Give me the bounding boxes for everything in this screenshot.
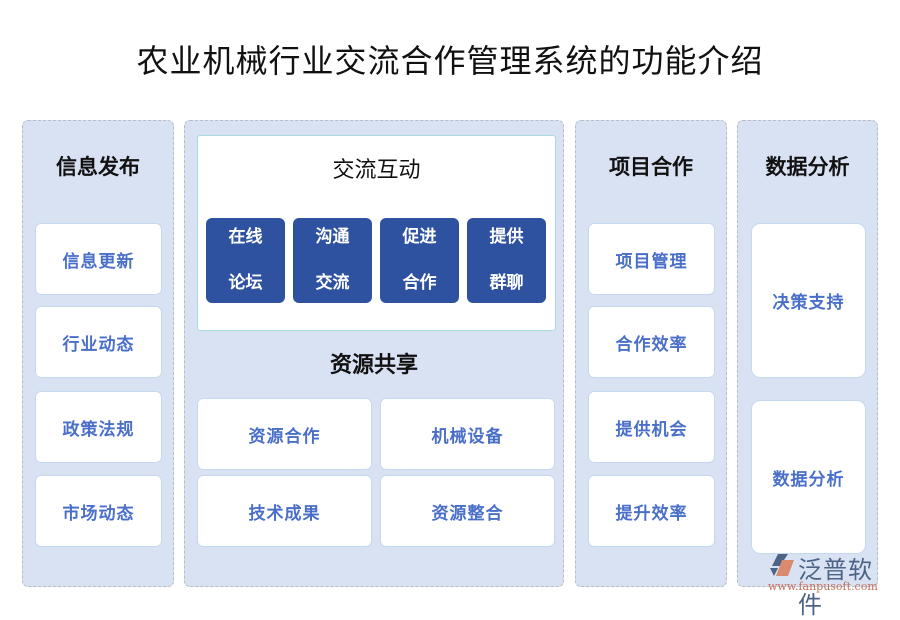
group-chat-button[interactable]: 提供群聊 bbox=[467, 218, 546, 303]
info-item-market[interactable]: 市场动态 bbox=[35, 475, 162, 547]
forum-button[interactable]: 在线论坛 bbox=[206, 218, 285, 303]
info-item-industry-news[interactable]: 行业动态 bbox=[35, 306, 162, 378]
communication-button[interactable]: 沟通交流 bbox=[293, 218, 372, 303]
interaction-box: 交流互动 在线论坛 沟通交流 促进合作 提供群聊 bbox=[197, 135, 556, 331]
interaction-heading: 交流互动 bbox=[332, 158, 421, 183]
machinery-equipment-card[interactable]: 机械设备 bbox=[380, 398, 555, 470]
info-item-policy[interactable]: 政策法规 bbox=[35, 391, 162, 463]
data-analysis-card[interactable]: 数据分析 bbox=[751, 400, 866, 554]
resource-integration-card[interactable]: 资源整合 bbox=[380, 475, 555, 547]
column-heading: 数据分析 bbox=[765, 154, 850, 179]
resource-cooperation-card[interactable]: 资源合作 bbox=[197, 398, 372, 470]
column-exchange: 交流互动 在线论坛 沟通交流 促进合作 提供群聊 资源共享 资源合作 机械设备 … bbox=[184, 120, 564, 587]
column-heading: 项目合作 bbox=[609, 154, 693, 179]
improve-efficiency-card[interactable]: 提升效率 bbox=[588, 475, 715, 547]
promote-cooperation-button[interactable]: 促进合作 bbox=[380, 218, 459, 303]
page-title: 农业机械行业交流合作管理系统的功能介绍 bbox=[136, 42, 764, 80]
tech-achievement-card[interactable]: 技术成果 bbox=[197, 475, 372, 547]
column-project: 项目合作 项目管理 合作效率 提供机会 提升效率 bbox=[575, 120, 727, 587]
column-data-analysis: 数据分析 决策支持 数据分析 bbox=[737, 120, 878, 587]
watermark-url: www.fanpusoft.com bbox=[768, 580, 878, 593]
sharing-heading: 资源共享 bbox=[329, 352, 418, 378]
watermark-logo: 泛普软件 www.fanpusoft.com bbox=[768, 550, 896, 619]
fanpu-logo-icon bbox=[770, 554, 794, 576]
column-heading: 信息发布 bbox=[56, 154, 140, 179]
decision-support-card[interactable]: 决策支持 bbox=[751, 223, 866, 378]
project-management-card[interactable]: 项目管理 bbox=[588, 223, 715, 295]
info-item-update[interactable]: 信息更新 bbox=[35, 223, 162, 295]
column-info-publish: 信息发布 信息更新 行业动态 政策法规 市场动态 bbox=[22, 120, 174, 587]
provide-opportunity-card[interactable]: 提供机会 bbox=[588, 391, 715, 463]
cooperation-efficiency-card[interactable]: 合作效率 bbox=[588, 306, 715, 378]
